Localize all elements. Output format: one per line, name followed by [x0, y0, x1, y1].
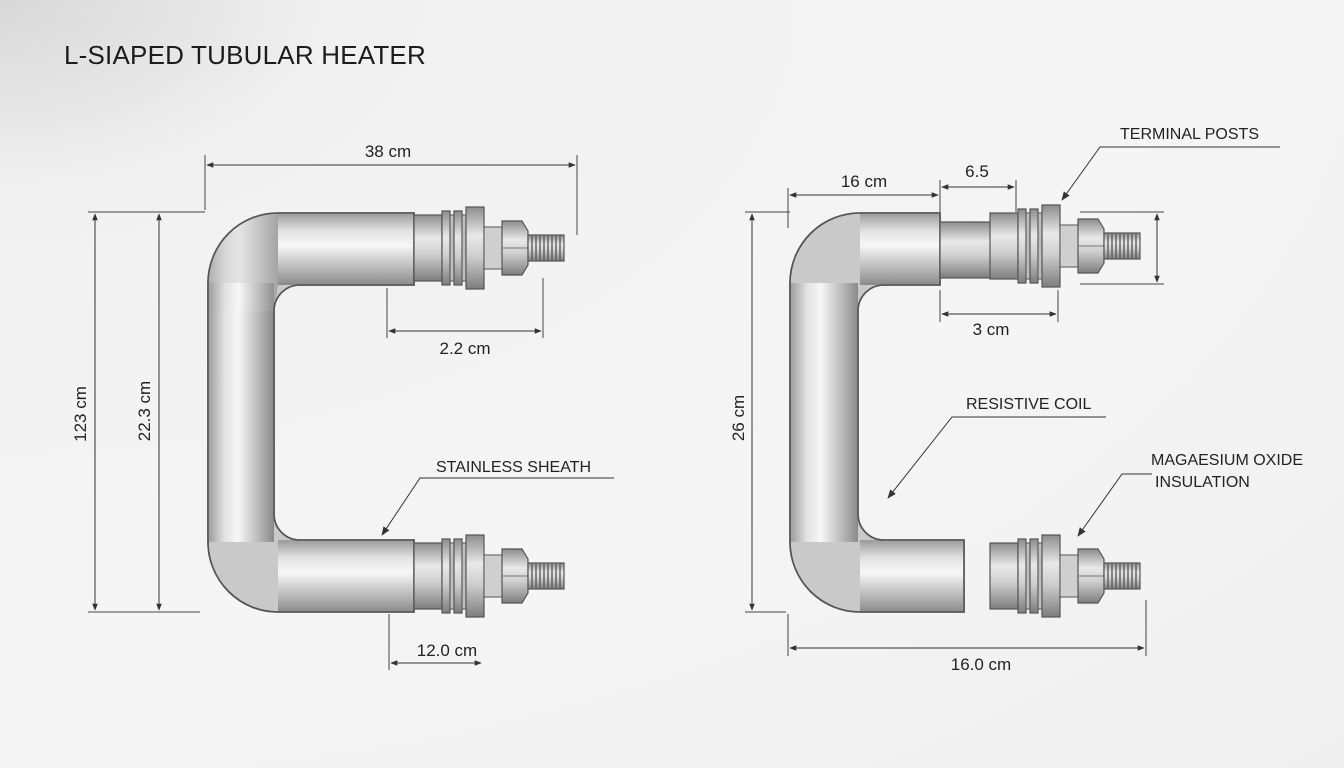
stainless-sheath-label: STAINLESS SHEATH	[436, 459, 591, 476]
left-overall-width-label: 38 cm	[365, 142, 411, 161]
insulation-label-line1: MAGAESIUM OXIDE	[1151, 452, 1303, 469]
diagram-title: L-SIAPED TUBULAR HEATER	[64, 40, 426, 70]
resistive-coil-label: RESISTIVE COIL	[966, 396, 1091, 413]
right-heater-view: 16 cm 6.5 3 cm 26 cm 16.0 cm TERMINAL PO…	[729, 126, 1303, 674]
left-outer-height-label: 123 cm	[71, 386, 90, 442]
right-post-spacing-label: 3 cm	[973, 320, 1010, 339]
right-bottom-terminal	[989, 534, 1141, 618]
left-heater-view: 38 cm 123 cm 22.3 cm 2.2 cm 12.0 cm STAI…	[71, 142, 614, 670]
right-overall-width-label: 16.0 cm	[951, 655, 1011, 674]
left-inner-height-label: 22.3 cm	[135, 381, 154, 441]
right-top-terminal	[939, 204, 1141, 288]
left-terminal-length-label: 2.2 cm	[439, 339, 490, 358]
right-terminal-span-label: 6.5	[965, 162, 989, 181]
left-bottom-terminal	[413, 534, 565, 618]
right-straight-length-label: 16 cm	[841, 172, 887, 191]
left-top-terminal	[413, 206, 565, 290]
insulation-label-line2: INSULATION	[1155, 474, 1250, 491]
right-height-label: 26 cm	[729, 395, 748, 441]
terminal-posts-label: TERMINAL POSTS	[1120, 126, 1259, 143]
left-bottom-terminal-length-label: 12.0 cm	[417, 641, 477, 660]
